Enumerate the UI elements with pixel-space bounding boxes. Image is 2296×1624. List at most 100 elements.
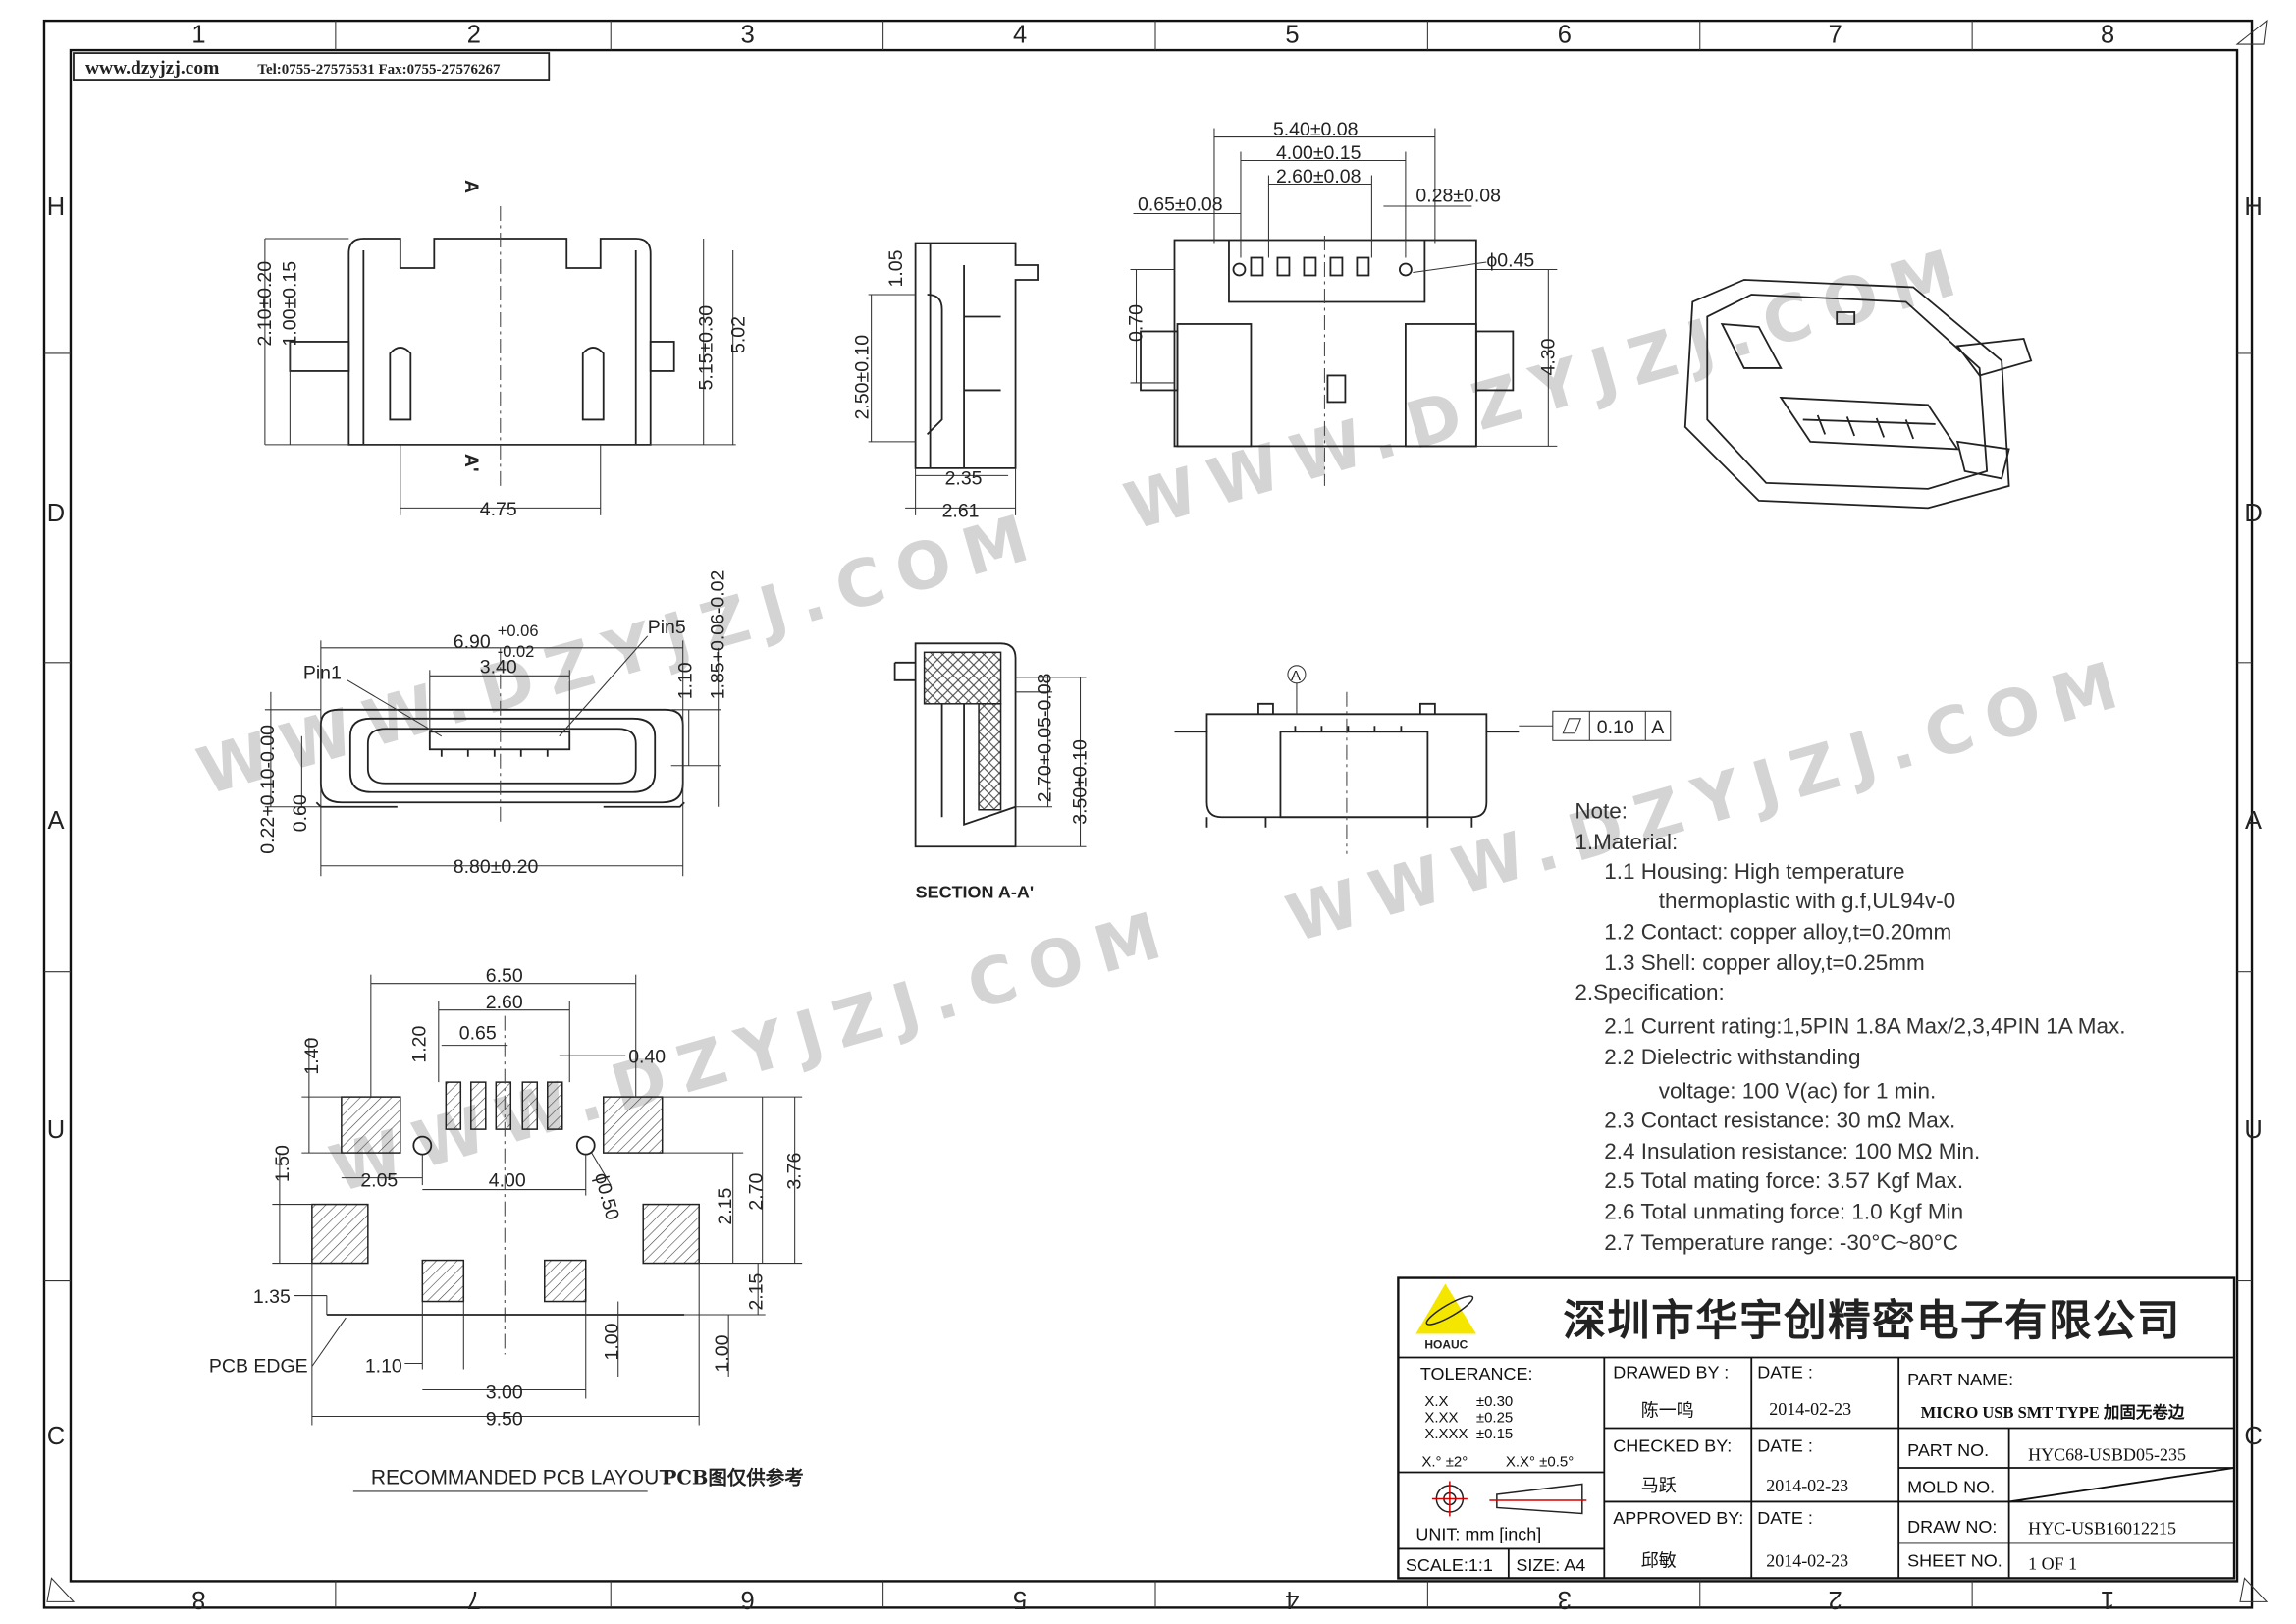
dim-label: 0.28±0.08	[1415, 186, 1501, 207]
drawed-by-value: 陈一鸣	[1641, 1400, 1694, 1421]
front-view: 6.90 +0.06 -0.02 3.40 Pin1 Pin5 1.10 1.8…	[257, 570, 729, 879]
zone-labels-top: 1 2 3 4 5 6 7 8	[191, 22, 2114, 49]
dim-label: 3.50±0.10	[1070, 739, 1092, 825]
dim-tolerance-minus: -0.02	[498, 643, 535, 661]
dim-label: 2.70+0.05-0.08	[1035, 674, 1056, 803]
notes: Note: 1.Material: 1.1 Housing: High temp…	[1575, 799, 2125, 1255]
zone-col-bottom: 7	[467, 1586, 481, 1613]
note-line: 1.1 Housing: High temperature	[1604, 859, 1904, 884]
drawed-by-label: DRAWED BY :	[1613, 1363, 1729, 1382]
dim-label: 0.40	[628, 1047, 666, 1068]
dim-label: 1.00±0.15	[279, 261, 300, 347]
isometric-view	[1683, 279, 2033, 510]
company-name: 深圳市华宇创精密电子有限公司	[1563, 1297, 2181, 1346]
watermark: WWW.DZYJZJ.COM	[322, 894, 1183, 1208]
note-line: 2.6 Total unmating force: 1.0 Kgf Min	[1604, 1200, 1963, 1224]
part-no-label: PART NO.	[1907, 1440, 1989, 1460]
contact-text: Tel:0755-27575531 Fax:0755-27576267	[257, 62, 501, 78]
dim-label: 3.76	[784, 1153, 806, 1190]
zone-col-bottom: 4	[1285, 1586, 1299, 1613]
zone-row-a: A	[47, 807, 64, 835]
zone-col-4: 4	[1013, 22, 1027, 49]
dim-label: 4.75	[480, 499, 517, 520]
note-line: 1.3 Shell: copper alloy,t=0.25mm	[1604, 950, 1924, 975]
zone-col-7: 7	[1829, 22, 1842, 49]
part-name-value: MICRO USB SMT TYPE 加固无卷边	[1921, 1402, 2185, 1422]
watermark: WWW.DZYJZJ.COM	[189, 497, 1050, 810]
top-view: 2.10±0.20 1.00±0.15 5.15±0.30 5.02 4.75 …	[254, 180, 750, 520]
dim-tolerance-plus: +0.06	[498, 623, 539, 640]
datum-view: A 0.10 A	[1174, 665, 1672, 854]
dim-label: 1.85+0.06-0.02	[708, 570, 729, 700]
dim-label: 2.15	[715, 1187, 736, 1224]
zone-row-d: D	[47, 500, 65, 527]
approved-by-value: 邱敏	[1641, 1550, 1677, 1571]
pcb-layout-view: 6.50 2.60 0.65 1.40 1.20 0.40 1.50 2.05 …	[209, 965, 806, 1492]
zone-labels-bottom: 8 7 6 5 4 3 2 1	[191, 1586, 2114, 1613]
contact-header: www.dzyjzj.com Tel:0755-27575531 Fax:075…	[73, 52, 551, 81]
dim-label: 4.30	[1537, 338, 1559, 375]
note-line: 2.1 Current rating:1,5PIN 1.8A Max/2,3,4…	[1604, 1014, 2125, 1039]
unit-label: UNIT: mm [inch]	[1415, 1524, 1541, 1543]
dim-label: 1.10	[675, 662, 697, 699]
tolerance-format: X.X	[1424, 1393, 1448, 1410]
dim-label: 4.00	[489, 1170, 526, 1192]
pcb-layout-note: PCB图仅供参考	[663, 1466, 804, 1489]
logo-text: HOAUC	[1424, 1338, 1468, 1352]
date-approved: 2014-02-23	[1766, 1550, 1848, 1570]
dim-label: ϕ0.50	[590, 1170, 623, 1222]
note-line: Note:	[1575, 799, 1628, 824]
dim-label: 0.60	[290, 794, 311, 832]
dim-label: 2.35	[945, 467, 983, 489]
scale-label: SCALE:1:1	[1406, 1555, 1493, 1575]
section-marker-a-prime: A'	[460, 454, 482, 472]
zone-col-3: 3	[741, 22, 755, 49]
zone-col-8: 8	[2101, 22, 2114, 49]
projection-symbol-icon	[1431, 1481, 1587, 1517]
dim-label: 5.02	[728, 316, 750, 353]
dim-label: 6.50	[486, 965, 523, 987]
sheet-no-label: SHEET NO.	[1907, 1550, 2002, 1570]
angle-tolerance: X.° ±2°	[1421, 1453, 1468, 1470]
dim-label: 2.10±0.20	[254, 261, 276, 347]
note-line: voltage: 100 V(ac) for 1 min.	[1659, 1079, 1936, 1104]
section-title: SECTION A-A'	[916, 883, 1035, 902]
dim-label: 1.35	[253, 1286, 291, 1308]
website-text: www.dzyjzj.com	[85, 58, 219, 79]
approved-by-label: APPROVED BY:	[1613, 1508, 1743, 1528]
pin5-label: Pin5	[648, 617, 686, 638]
date-label: DATE :	[1757, 1435, 1813, 1455]
corner-arrow-icon	[2235, 19, 2268, 45]
dim-label: 9.50	[486, 1408, 523, 1430]
zone-row-h: H	[47, 193, 65, 221]
note-line: 2.3 Contact resistance: 30 mΩ Max.	[1604, 1109, 1955, 1133]
checked-by-label: CHECKED BY:	[1613, 1435, 1732, 1455]
date-drawed: 2014-02-23	[1769, 1399, 1851, 1419]
zone-col-bottom: 6	[741, 1586, 755, 1613]
size-label: SIZE: A4	[1516, 1555, 1585, 1575]
tolerance-format: X.XX	[1424, 1409, 1458, 1426]
flatness-value: 0.10	[1597, 717, 1634, 738]
note-line: thermoplastic with g.f,UL94v-0	[1659, 889, 1955, 913]
note-line: 1.Material:	[1575, 830, 1678, 854]
dim-label: 2.61	[942, 500, 980, 521]
corner-arrow-icon	[2239, 1577, 2269, 1602]
watermark: WWW.DZYJZJ.COM	[1117, 232, 1978, 545]
checked-by-value: 马跃	[1641, 1476, 1677, 1496]
dim-label: 1.10	[365, 1356, 402, 1378]
angle-tolerance: X.X° ±0.5°	[1506, 1453, 1574, 1470]
dim-label: ϕ0.45	[1486, 249, 1534, 271]
zone-row-u: U	[47, 1116, 65, 1144]
zone-col-6: 6	[1558, 22, 1572, 49]
zone-col-1: 1	[191, 22, 205, 49]
tolerance-value: ±0.15	[1476, 1426, 1513, 1442]
dim-label: 2.05	[360, 1170, 398, 1192]
dim-label: 0.22+0.10-0.00	[257, 725, 279, 854]
pcb-layout-title: RECOMMANDED PCB LAYOUT	[371, 1466, 671, 1489]
date-label: DATE :	[1757, 1508, 1813, 1528]
dim-label: 5.15±0.30	[696, 305, 718, 391]
flatness-datum: A	[1651, 717, 1664, 738]
dim-label: 5.40±0.08	[1273, 119, 1359, 140]
pcb-edge-label: PCB EDGE	[209, 1356, 308, 1378]
